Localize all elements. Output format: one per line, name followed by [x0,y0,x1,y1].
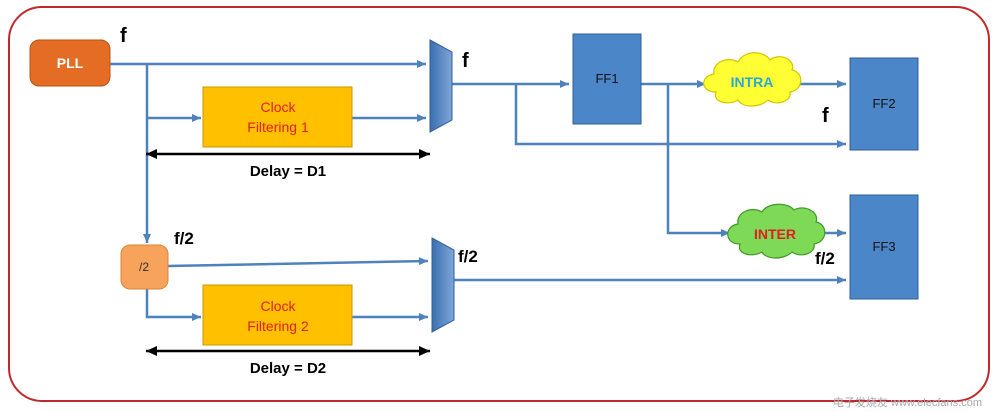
clock-filter-1-block [202,86,353,148]
clock-filter-1-label-line2: Filtering 1 [247,119,309,135]
clock-filter-1-label-line1: Clock [260,99,296,115]
wire-to-ff2-clock [514,84,846,148]
freq-label-ff3: f/2 [815,249,835,268]
freq-label-pll: f [120,25,127,47]
watermark: 电子发烧友 www.elecfans.com [832,397,982,409]
ff2-block [849,57,919,151]
intra-label: INTRA [731,74,774,90]
clock-filter-2-block [202,284,353,346]
freq-label-mux2: f/2 [458,247,478,266]
diagram-frame [8,6,990,402]
delay2-label: Delay = D2 [250,360,326,377]
wire-ff1-to-inter [666,84,730,237]
delay1-label: Delay = D1 [250,163,326,180]
inter-cloud: INTER [727,203,826,259]
intra-cloud: INTRA [703,52,802,107]
mux-1 [429,39,453,133]
freq-label-mux1: f [462,50,469,72]
ff1-label: FF1 [595,71,618,86]
wire-divider-to-mux2 [167,257,429,268]
clock-filter-2-label-line2: Filtering 2 [247,318,309,334]
divider-label: /2 [139,260,149,274]
delay-arrows [146,149,430,356]
clock-filter-2-label-line1: Clock [260,298,296,314]
ff2-label: FF2 [872,96,895,111]
freq-label-divider: f/2 [174,229,194,248]
wires [110,60,846,321]
freq-label-ff2: f [822,105,829,127]
pll-label: PLL [57,55,84,71]
inter-label: INTER [754,226,796,242]
wire-to-filter2 [145,289,201,321]
divider-block [120,244,169,290]
ff1-block [572,33,642,125]
ff3-label: FF3 [872,239,895,254]
pll-block [29,39,111,87]
ff3-block [849,194,919,300]
mux-2 [431,237,455,333]
